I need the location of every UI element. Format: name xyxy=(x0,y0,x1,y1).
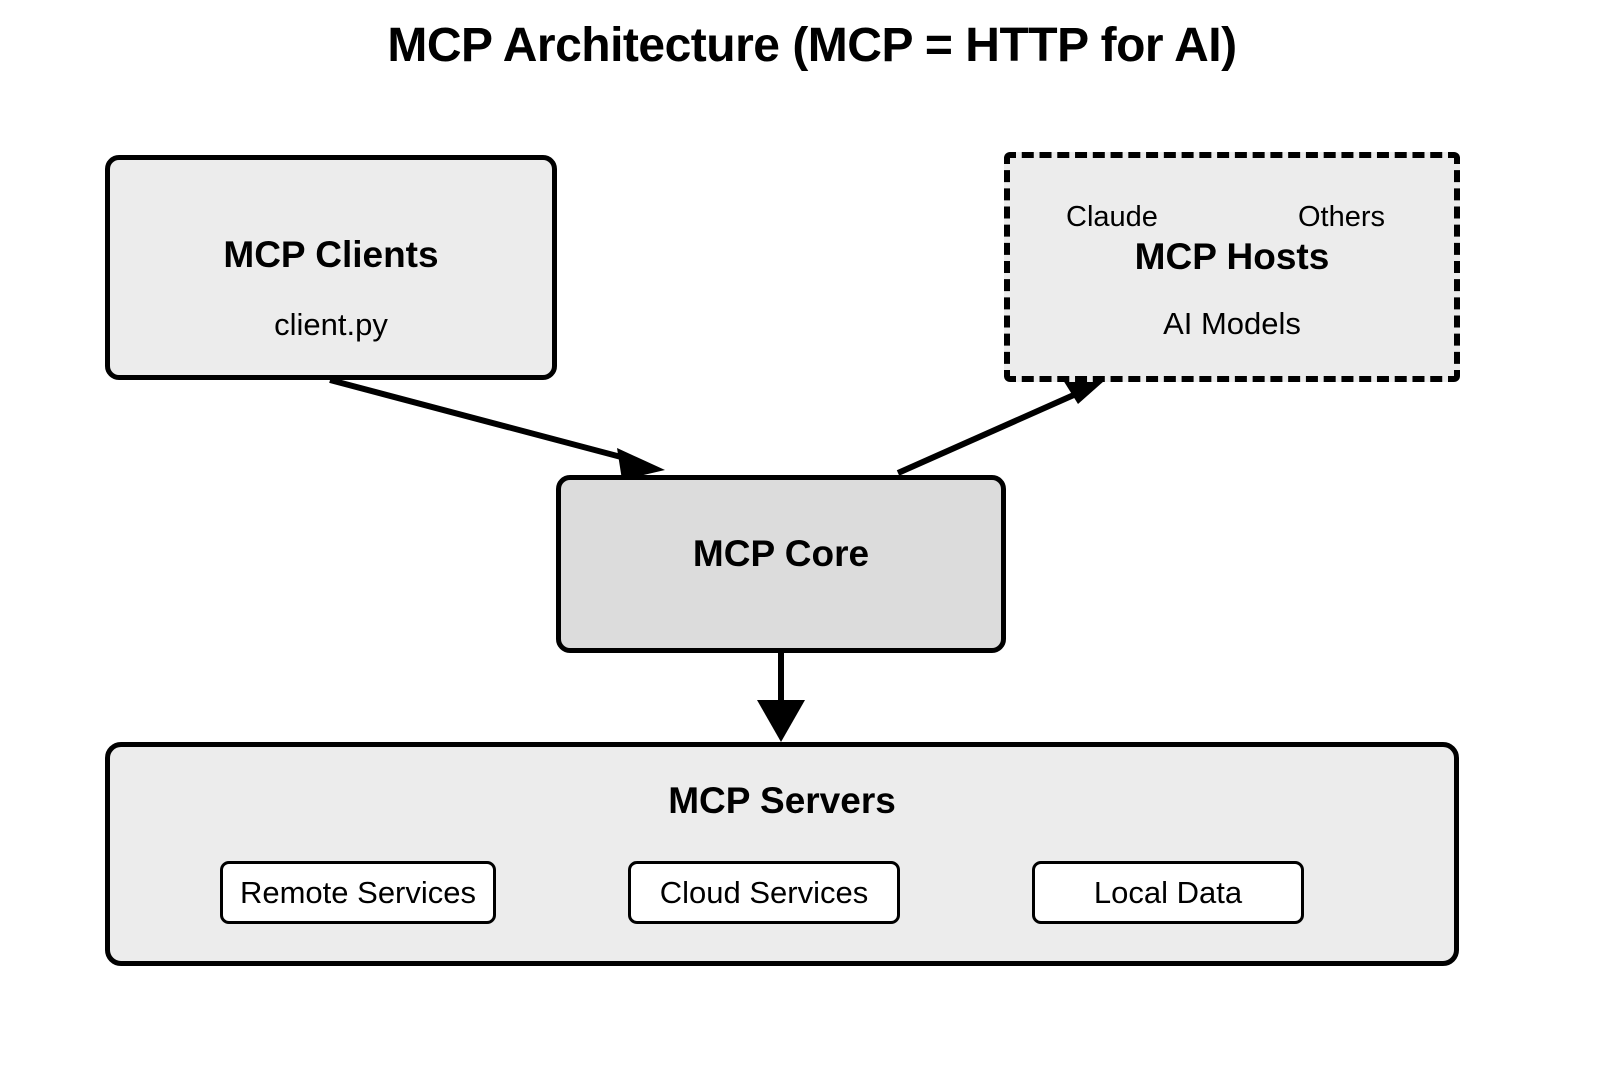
node-mcp-core-title: MCP Core xyxy=(692,533,870,574)
edge-clients-to-core xyxy=(329,377,665,480)
server-item-cloud-services[interactable]: Cloud Services xyxy=(628,861,900,924)
server-item-local-data[interactable]: Local Data xyxy=(1032,861,1304,924)
edge-core-to-hosts xyxy=(896,372,1104,476)
node-mcp-hosts-tag-claude: Claude xyxy=(1066,201,1158,233)
node-mcp-servers[interactable]: MCP Servers Remote Services Cloud Servic… xyxy=(105,742,1459,966)
node-mcp-core[interactable]: MCP Core xyxy=(556,475,1006,653)
node-mcp-clients-subtitle: client.py xyxy=(274,307,388,342)
node-mcp-servers-title: MCP Servers xyxy=(668,780,896,821)
server-item-remote-services[interactable]: Remote Services xyxy=(220,861,496,924)
page-title: MCP Architecture (MCP = HTTP for AI) xyxy=(387,19,1237,72)
node-mcp-clients-title: MCP Clients xyxy=(223,234,439,275)
node-mcp-hosts[interactable]: Claude Others MCP Hosts AI Models xyxy=(1004,152,1460,382)
node-mcp-hosts-title: MCP Hosts xyxy=(1134,236,1330,277)
edge-core-to-servers xyxy=(757,653,805,742)
node-mcp-clients[interactable]: MCP Clients client.py xyxy=(105,155,557,380)
node-mcp-hosts-tag-others: Others xyxy=(1298,201,1386,233)
node-mcp-hosts-subtitle: AI Models xyxy=(1163,306,1301,341)
